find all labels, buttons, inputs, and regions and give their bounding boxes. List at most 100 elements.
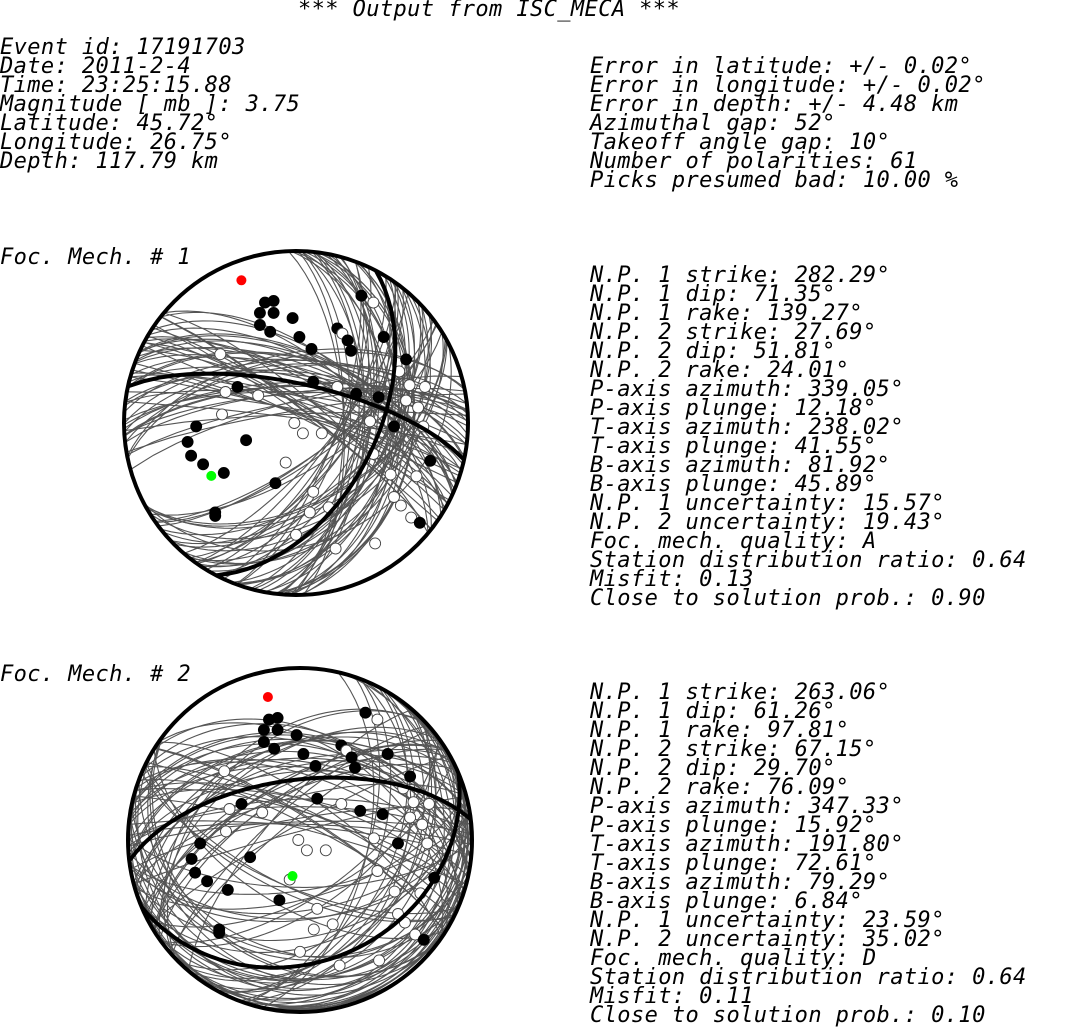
param-line: T-axis azimuth: 238.02° xyxy=(590,415,904,440)
dilatation-polarity xyxy=(300,844,313,857)
uncertainty-line xyxy=(124,364,468,443)
uncertainty-line xyxy=(236,261,365,585)
nodal-plane-2 xyxy=(139,773,462,970)
compression-polarity xyxy=(268,742,281,755)
param-line: N.P. 2 uncertainty: 35.02° xyxy=(590,927,945,952)
param-line: N.P. 1 uncertainty: 15.57° xyxy=(590,491,945,516)
param-line: T-axis plunge: 72.61° xyxy=(590,851,877,876)
compression-polarity xyxy=(181,435,194,448)
compression-polarity xyxy=(341,334,354,347)
dilatation-polarity xyxy=(319,844,332,857)
dilatation-polarity xyxy=(421,837,434,850)
param-line: Station distribution ratio: 0.64 xyxy=(590,965,1027,990)
uncertainty-line xyxy=(141,772,459,915)
t-axis-marker xyxy=(206,470,217,481)
event-info: Event id: 17191703 Date: 2011-2-4 Time: … xyxy=(0,37,301,173)
param-line: N.P. 1 dip: 71.35° xyxy=(590,282,836,307)
dilatation-polarity xyxy=(404,811,417,824)
compression-polarity xyxy=(185,449,198,462)
compression-polarity xyxy=(257,736,270,748)
uncertainty-line xyxy=(128,757,472,843)
event-magnitude: Magnitude [ mb ]: 3.75 xyxy=(0,92,301,117)
dilatation-polarity xyxy=(409,928,422,941)
uncertainty-line xyxy=(149,332,444,540)
uncertainty-line xyxy=(143,342,449,504)
number-of-polarities: Number of polarities: 61 xyxy=(590,149,918,174)
dilatation-polarity xyxy=(412,401,425,414)
compression-polarity xyxy=(185,852,198,865)
compression-polarity xyxy=(376,808,389,821)
dilatation-polarity xyxy=(219,386,232,398)
uncertainty-line xyxy=(125,389,467,445)
uncertainty-line xyxy=(130,374,463,470)
picks-presumed-bad: Picks presumed bad: 10.00 % xyxy=(590,168,959,193)
param-line: B-axis azimuth: 81.92° xyxy=(590,453,891,478)
uncertainty-line xyxy=(240,678,412,1002)
dilatation-polarity xyxy=(223,803,236,815)
dilatation-polarity xyxy=(388,885,401,898)
dilatation-polarity xyxy=(405,511,418,524)
dilatation-polarity xyxy=(403,379,416,392)
dilatation-polarity xyxy=(294,945,306,958)
param-line: N.P. 1 uncertainty: 23.59° xyxy=(590,908,945,933)
net-outline xyxy=(126,666,474,1014)
dilatation-polarity xyxy=(220,825,232,838)
dilatation-polarity xyxy=(373,954,386,967)
error-depth: Error in depth: +/- 4.48 km xyxy=(590,92,959,117)
uncertainty-line xyxy=(158,726,441,940)
compression-polarity xyxy=(213,926,226,939)
uncertainty-line xyxy=(173,301,422,548)
param-line: Station distribution ratio: 0.64 xyxy=(590,548,1027,573)
uncertainty-line xyxy=(130,806,470,870)
nodal-plane-1 xyxy=(127,775,472,863)
uncertainty-line xyxy=(144,765,456,914)
param-line: Foc. mech. quality: D xyxy=(590,946,877,971)
dilatation-polarity xyxy=(292,834,305,846)
uncertainty-line xyxy=(131,372,461,474)
param-line: P-axis plunge: 12.18° xyxy=(590,396,877,421)
param-line: N.P. 1 rake: 139.27° xyxy=(590,301,863,326)
dilatation-polarity xyxy=(218,765,231,778)
dilatation-polarity xyxy=(410,470,423,483)
compression-polarity xyxy=(240,434,253,447)
compression-polarity xyxy=(244,851,257,864)
compression-polarity xyxy=(189,866,202,879)
uncertainty-line xyxy=(149,739,440,978)
dilatation-polarity xyxy=(371,713,384,726)
compression-polarity xyxy=(290,729,303,742)
compression-polarity xyxy=(381,748,394,760)
compression-polarity xyxy=(217,466,230,479)
dilatation-polarity xyxy=(252,389,265,402)
compression-polarity xyxy=(221,883,234,896)
uncertainty-line xyxy=(163,708,428,957)
dilatation-polarity xyxy=(384,468,397,481)
uncertainty-line xyxy=(196,282,397,565)
uncertainty-line xyxy=(139,736,461,903)
dilatation-polarity xyxy=(394,499,407,512)
compression-polarity xyxy=(253,306,266,319)
compression-polarity xyxy=(311,792,324,805)
param-line: B-axis plunge: 45.89° xyxy=(590,472,877,497)
compression-polarity xyxy=(309,760,322,772)
param-line: P-axis azimuth: 347.33° xyxy=(590,794,904,819)
param-line: N.P. 2 rake: 24.01° xyxy=(590,358,850,383)
compression-polarity xyxy=(197,458,210,471)
uncertainty-line xyxy=(126,348,466,457)
uncertainty-line xyxy=(253,673,468,1012)
param-line: N.P. 1 strike: 263.06° xyxy=(590,680,891,705)
uncertainty-line xyxy=(143,343,452,552)
param-line: B-axis azimuth: 79.29° xyxy=(590,870,891,895)
uncertainty-line xyxy=(144,731,456,916)
p-axis-marker xyxy=(262,692,273,702)
uncertainty-line xyxy=(124,383,468,437)
compression-polarity xyxy=(305,343,318,355)
compression-polarity xyxy=(273,894,286,907)
compression-polarity xyxy=(253,319,266,331)
mechanism-1-parameters: N.P. 1 strike: 282.29° N.P. 1 dip: 71.35… xyxy=(590,265,1027,610)
t-axis-marker xyxy=(287,871,298,881)
uncertainty-line xyxy=(196,701,456,1001)
param-line: N.P. 2 dip: 51.81° xyxy=(590,339,836,364)
uncertainty-line xyxy=(138,779,462,959)
uncertainty-line xyxy=(154,718,449,932)
compression-polarity xyxy=(201,875,214,888)
